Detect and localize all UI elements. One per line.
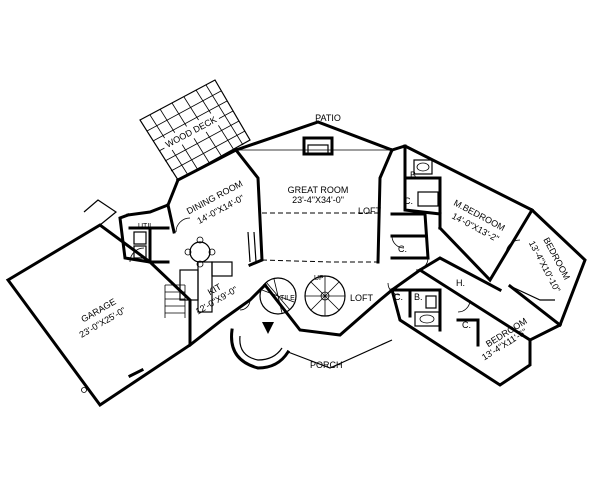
tile-label: TILE xyxy=(280,295,295,302)
wood-deck: WOOD DECK xyxy=(139,79,251,181)
loft-lower-label: LOFT xyxy=(350,293,374,303)
utility-label: UTIL xyxy=(138,223,153,230)
interior-walls xyxy=(128,136,563,347)
wood-deck-label: WOOD DECK xyxy=(164,114,219,149)
door-swings xyxy=(129,217,521,313)
closet-label-2: C. xyxy=(398,244,407,254)
closet-label-1: C. xyxy=(404,196,413,206)
great-room-size: 23'-4"X34'-0" xyxy=(292,195,344,205)
closet-label-4: C. xyxy=(462,320,471,330)
closet-label-3: C. xyxy=(394,292,403,302)
great-room-label: GREAT ROOM xyxy=(288,185,349,195)
loft-upper-label: LOFT xyxy=(358,206,382,216)
patio-label: PATIO xyxy=(315,113,341,123)
bath-lower-label: B. xyxy=(414,292,423,302)
porch-label: PORCH xyxy=(310,360,343,370)
garage-floor-drain xyxy=(81,387,87,393)
room-labels: PATIO DINING ROOM 14'-0"X14'-0" GREAT RO… xyxy=(78,113,572,370)
bath-top-label: B. xyxy=(410,170,419,180)
garage-door-mark xyxy=(127,367,145,379)
stair-up-label: UP xyxy=(314,275,324,282)
hall-label: H. xyxy=(456,278,465,288)
